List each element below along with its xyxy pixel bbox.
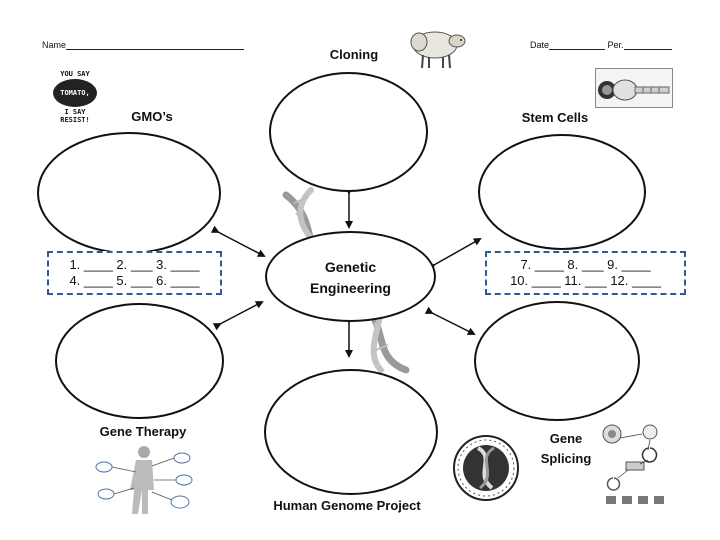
gmo-oval[interactable] bbox=[37, 132, 221, 254]
gene-splicing-line1: Gene bbox=[549, 431, 583, 446]
badge-line1: YOU SAY bbox=[60, 70, 90, 78]
answer-box-left[interactable]: 1. ____ 2. ___ 3. ____ 4. ____ 5. ___ 6.… bbox=[47, 251, 222, 295]
badge-line2: TOMATO, bbox=[60, 89, 90, 97]
human-genome-title: Human Genome Project bbox=[273, 498, 421, 513]
gene-therapy-title: Gene Therapy bbox=[99, 424, 187, 439]
gene-splicing-title: Gene Splicing bbox=[530, 429, 602, 469]
cloning-title: Cloning bbox=[329, 47, 379, 62]
tomato-icon: TOMATO, bbox=[53, 79, 97, 107]
answer-box-left-line1: 1. ____ 2. ___ 3. ____ bbox=[69, 257, 200, 272]
name-label: Name bbox=[42, 40, 67, 50]
sheep-image bbox=[410, 31, 466, 69]
gene-therapy-oval[interactable] bbox=[55, 303, 224, 419]
center-line1: Genetic bbox=[324, 259, 377, 275]
human-genome-oval[interactable] bbox=[264, 369, 438, 495]
gene-splicing-oval[interactable] bbox=[474, 301, 640, 421]
answer-box-right-line2: 10. ____ 11. ___ 12. ____ bbox=[510, 273, 661, 288]
stem-cells-title: Stem Cells bbox=[521, 110, 589, 125]
center-line2: Engineering bbox=[310, 280, 391, 296]
microscope-cell-image bbox=[595, 68, 673, 108]
genome-seal-image bbox=[453, 435, 519, 501]
gene-splicing-line2: Splicing bbox=[540, 451, 592, 466]
genetic-engineering-oval: Genetic Engineering bbox=[265, 231, 436, 322]
gene-therapy-diagram bbox=[95, 446, 193, 514]
arrow-gene-therapy bbox=[212, 301, 264, 331]
arrow-stem-cells bbox=[426, 238, 482, 272]
arrow-gmo bbox=[210, 225, 266, 257]
answer-box-left-line2: 4. ____ 5. ___ 6. ____ bbox=[69, 273, 200, 288]
gene-splicing-diagram bbox=[602, 424, 664, 504]
answer-box-right[interactable]: 7. ____ 8. ___ 9. ____ 10. ____ 11. ___ … bbox=[485, 251, 686, 295]
arrow-gene-splicing bbox=[424, 306, 476, 335]
cloning-oval[interactable] bbox=[269, 72, 428, 192]
stem-cells-oval[interactable] bbox=[478, 134, 646, 250]
gmo-title: GMO’s bbox=[131, 109, 173, 124]
resist-badge: YOU SAY TOMATO, I SAY RESIST! bbox=[50, 70, 100, 132]
date-label: Date bbox=[530, 40, 550, 50]
badge-line3: I SAY bbox=[64, 108, 86, 116]
date-period-field[interactable]: Date Per. bbox=[530, 40, 672, 50]
name-field[interactable]: Name bbox=[42, 40, 245, 50]
answer-box-right-line1: 7. ____ 8. ___ 9. ____ bbox=[520, 257, 651, 272]
badge-line4: RESIST! bbox=[60, 116, 90, 124]
period-label: Per. bbox=[607, 40, 624, 50]
